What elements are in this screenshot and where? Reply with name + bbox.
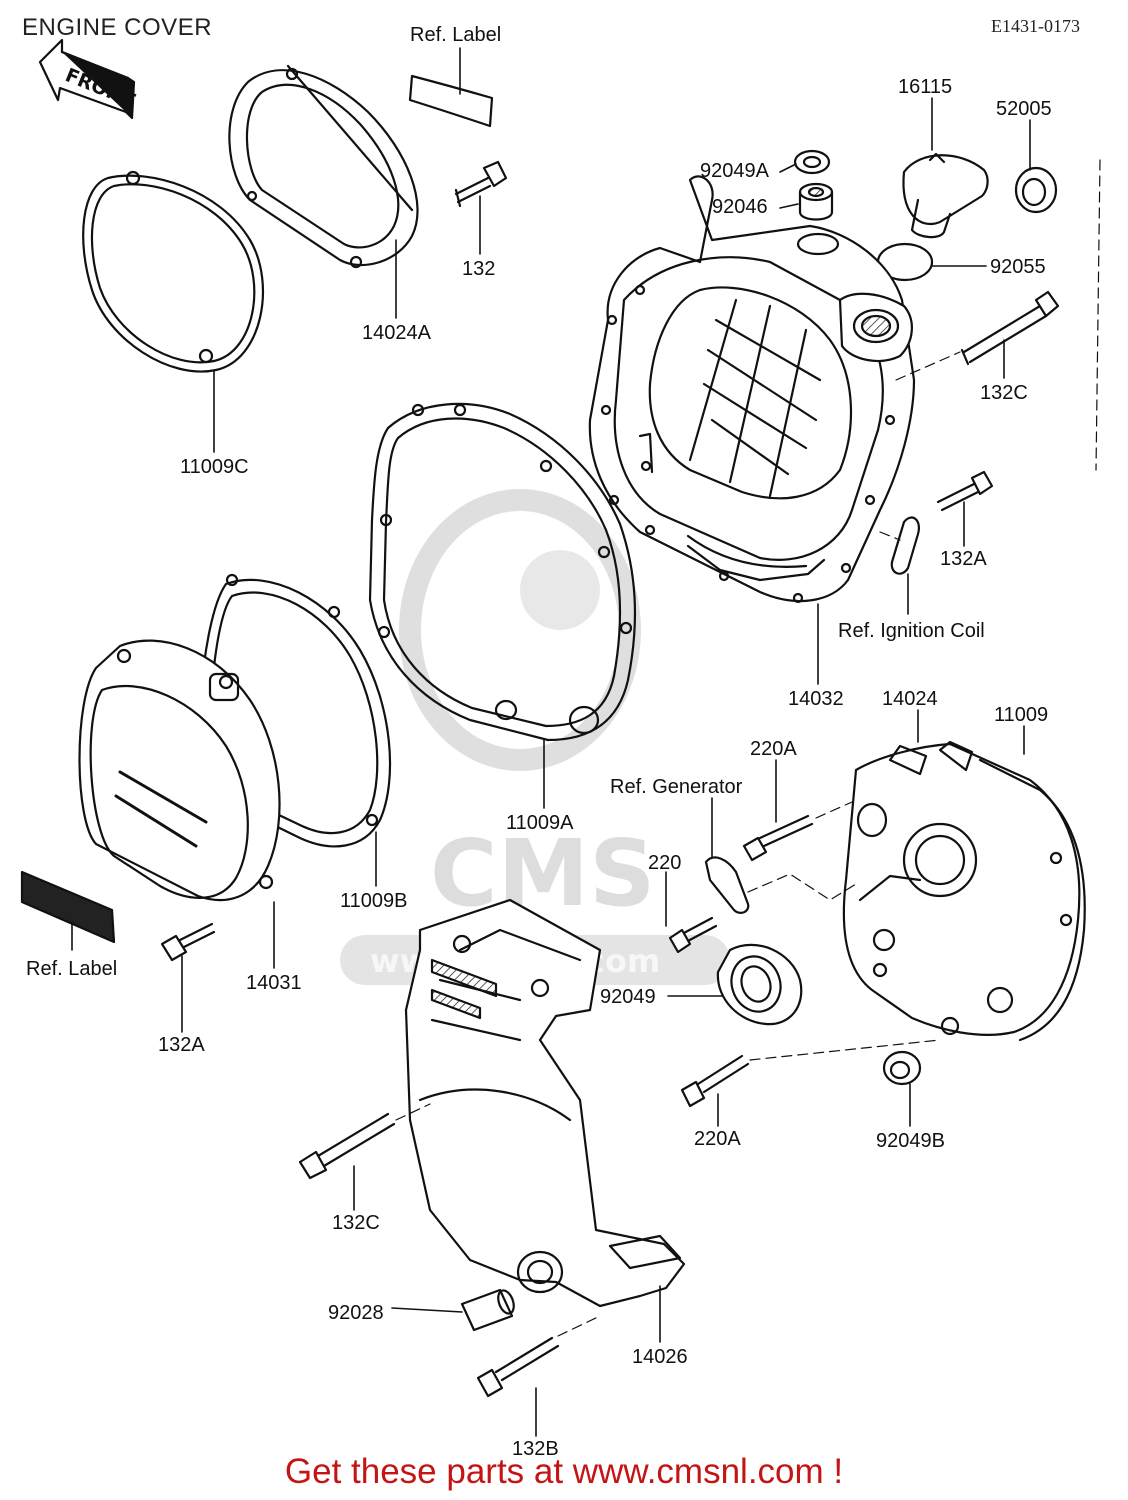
cap-16115 <box>902 152 989 239</box>
seal-92049 <box>716 943 803 1026</box>
label-220a-lower[interactable]: 220A <box>694 1128 741 1150</box>
diagram-code: E1431-0173 <box>991 16 1080 36</box>
seal-52005 <box>1014 166 1058 214</box>
label-132b[interactable]: 132B <box>512 1438 559 1460</box>
label-11009[interactable]: 11009 <box>994 704 1049 726</box>
seal-92049b <box>882 1050 922 1086</box>
label-92049[interactable]: 92049 <box>600 986 656 1008</box>
label-132[interactable]: 132 <box>462 258 496 280</box>
label-132c-lower[interactable]: 132C <box>332 1212 380 1234</box>
label-132a-left[interactable]: 132A <box>158 1034 205 1056</box>
bolt-132c-lower <box>298 1112 396 1180</box>
front-arrow-badge: FRONT <box>38 38 138 120</box>
generator-cover-14031 <box>78 639 281 902</box>
clutch-cover-14032 <box>588 175 916 604</box>
sprocket-cover-14026 <box>404 898 686 1308</box>
label-ref-label-left[interactable]: Ref. Label <box>26 958 118 980</box>
cover-ring-14024a <box>228 64 419 269</box>
ignition-coil-clip <box>890 516 920 575</box>
label-14024[interactable]: 14024 <box>882 688 938 710</box>
label-132a-right[interactable]: 132A <box>940 548 987 570</box>
label-14032[interactable]: 14032 <box>788 688 844 710</box>
label-14024a[interactable]: 14024A <box>362 322 431 344</box>
bolt-220a-lower <box>680 1054 750 1108</box>
dowel-92028 <box>460 1288 515 1332</box>
label-14026[interactable]: 14026 <box>632 1346 688 1368</box>
label-220[interactable]: 220 <box>648 852 682 874</box>
bearing-92046 <box>798 182 834 221</box>
bolt-132a-right <box>936 470 994 512</box>
label-11009a[interactable]: 11009A <box>506 812 574 834</box>
gasket-11009c <box>82 170 265 373</box>
cover-14024 <box>842 740 1086 1042</box>
watermark-logo-text: CMS <box>430 820 655 927</box>
watermark-logo: CMS www.cmsnl.com <box>340 489 730 985</box>
label-92028[interactable]: 92028 <box>328 1302 384 1324</box>
label-92049a[interactable]: 92049A <box>700 160 769 182</box>
generator-clip <box>704 856 750 914</box>
label-52005[interactable]: 52005 <box>996 98 1052 120</box>
leader-lines <box>71 47 1031 1437</box>
label-92055[interactable]: 92055 <box>990 256 1046 278</box>
bolt-132b <box>476 1336 560 1398</box>
bolt-220a-upper <box>742 814 814 862</box>
label-11009b[interactable]: 11009B <box>340 890 408 912</box>
label-132c-upper[interactable]: 132C <box>980 382 1028 404</box>
label-220a-upper[interactable]: 220A <box>750 738 797 760</box>
seal-92049a <box>793 149 831 175</box>
ref-label-sticker-left <box>20 870 116 944</box>
bolt-132 <box>454 160 508 208</box>
label-ref-generator[interactable]: Ref. Generator <box>610 776 743 798</box>
alignment-lines <box>395 159 1101 1337</box>
label-ref-label-top[interactable]: Ref. Label <box>410 24 502 46</box>
bolt-132c-upper <box>960 290 1060 366</box>
label-92046[interactable]: 92046 <box>712 196 768 218</box>
label-11009c[interactable]: 11009C <box>180 456 249 478</box>
label-14031[interactable]: 14031 <box>246 972 302 994</box>
bolt-220 <box>668 916 718 954</box>
gasket-11009a <box>368 402 637 742</box>
ref-label-sticker-top <box>408 74 494 128</box>
diagram-title: ENGINE COVER <box>22 14 213 41</box>
label-92049b[interactable]: 92049B <box>876 1130 945 1152</box>
promo-link[interactable]: Get these parts at www.cmsnl.com ! <box>284 1452 844 1491</box>
label-16115[interactable]: 16115 <box>898 76 953 98</box>
label-ref-ignition-coil[interactable]: Ref. Ignition Coil <box>838 620 985 642</box>
bolt-132a-left <box>160 922 216 962</box>
